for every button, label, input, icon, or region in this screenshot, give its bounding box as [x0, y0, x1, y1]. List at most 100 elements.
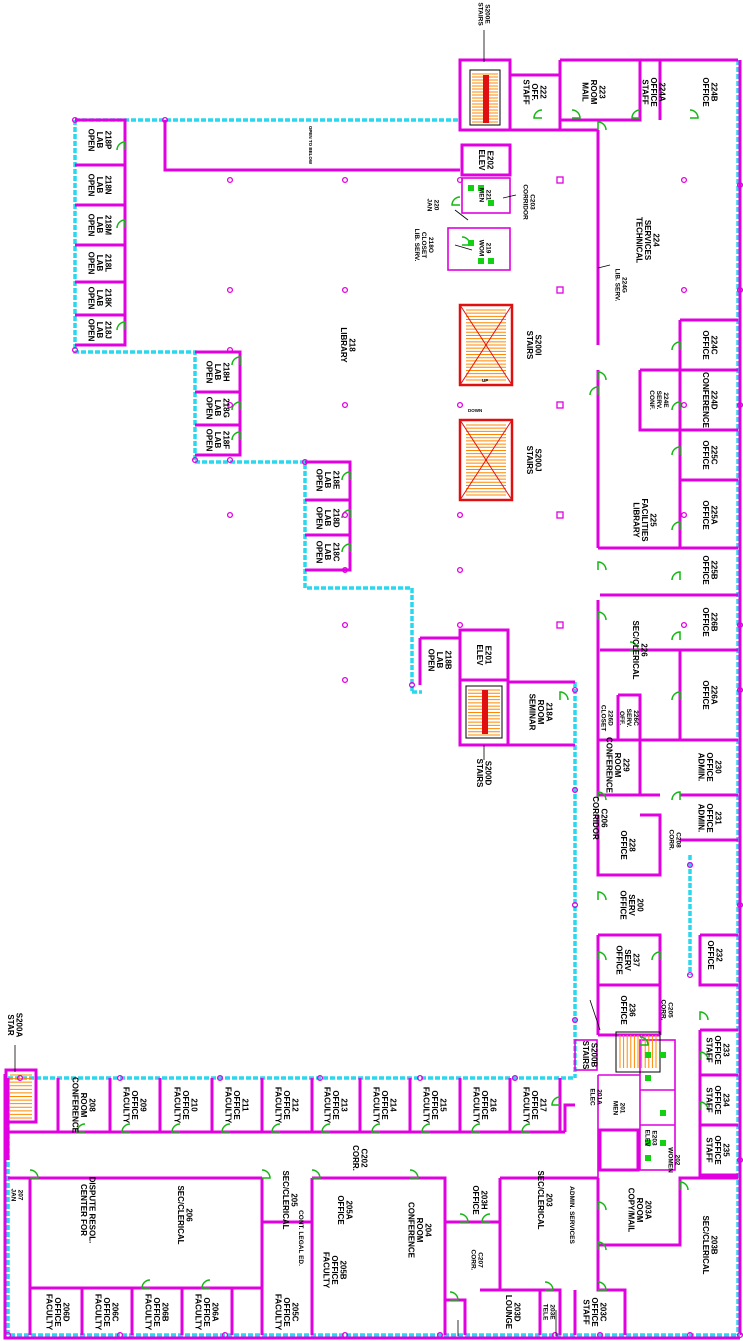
- structural-column: [456, 176, 464, 184]
- room-label-line: OFFICE: [282, 1297, 291, 1327]
- stair-s200b: [615, 1031, 661, 1073]
- room-label-line: CORRIDOR: [522, 184, 529, 220]
- room-label-line: FACULTY: [522, 1087, 531, 1124]
- structural-column: [226, 286, 234, 294]
- door-swing: [29, 1169, 39, 1179]
- room-label-line: 218: [347, 338, 356, 352]
- structural-column: [436, 1331, 444, 1339]
- room-label-line: 225C: [709, 445, 718, 464]
- door-swing: [597, 611, 607, 621]
- room-label-line: OFFICE: [713, 1035, 722, 1065]
- room-label-line: 211: [241, 1099, 250, 1112]
- room-label-line: SEC/CLERICAL: [701, 1215, 710, 1274]
- room-label-line: SERV.: [625, 709, 632, 728]
- structural-column: [341, 621, 349, 629]
- room-label-line: 225B: [709, 560, 718, 579]
- structural-column: [571, 901, 579, 909]
- room-label-line: FACULTY: [472, 1087, 481, 1124]
- structural-column: [556, 401, 564, 409]
- room-label-line: SERV: [623, 949, 632, 971]
- room-label-line: S200J: [533, 448, 542, 471]
- room-label-line: OFFICE: [713, 1135, 722, 1165]
- door-swing: [341, 471, 351, 481]
- leader-lines: [14, 30, 611, 1336]
- room-label-line: 205A: [344, 1200, 353, 1219]
- room-label-line: STAFF: [641, 79, 650, 104]
- room-label-line: JAN: [426, 198, 433, 211]
- structural-column: [551, 1331, 559, 1339]
- room-label-line: ROOM: [613, 753, 622, 778]
- room-label-line: OFFICE: [701, 440, 710, 470]
- room-label-line: 213: [340, 1098, 349, 1112]
- room-label-line: 224B: [709, 82, 718, 101]
- room-label-line: OFFICE: [336, 1195, 345, 1225]
- room-label-line: FACULTY: [144, 1294, 153, 1331]
- door-swing: [544, 1281, 554, 1291]
- room-label-line: FACULTY: [122, 1087, 131, 1124]
- stair-s200d: [465, 685, 503, 739]
- room-label-line: LAB: [95, 132, 104, 149]
- room-label-line: E201: [483, 646, 492, 665]
- room-label-line: OPEN: [315, 541, 324, 564]
- room-label-line: OFFICE: [701, 555, 710, 585]
- room-label-line: CORR.: [668, 830, 675, 851]
- room-label-line: OFFICE: [705, 752, 714, 782]
- room-label-line: LAB: [213, 364, 222, 381]
- room-label-open-to-below: OPEN TO BELOW: [308, 126, 313, 165]
- room-label-line: 203C: [599, 1302, 608, 1321]
- room-label-line: CONFERENCE: [605, 737, 614, 794]
- structural-column: [221, 1331, 229, 1339]
- room-label-line: MAIL: [581, 82, 590, 102]
- room-label-line: 207: [17, 1190, 24, 1201]
- door-swing: [371, 1123, 381, 1133]
- structural-column: [341, 1331, 349, 1339]
- room-label-line: LAB: [95, 177, 104, 194]
- door-swing: [597, 891, 607, 901]
- room-label-line: WOMEN: [667, 1147, 674, 1173]
- plumbing-fixture: [660, 1052, 666, 1058]
- room-label-line: JAN: [10, 1188, 17, 1201]
- plumbing-fixture: [645, 1052, 651, 1058]
- room-label-lib-serv-224g: LIB. SERV.224G: [614, 269, 628, 302]
- door-swing: [116, 141, 126, 151]
- room-label-line: ELEV: [477, 150, 486, 172]
- room-label-line: 218K: [104, 288, 113, 307]
- room-label-line: CENTER FOR: [79, 1184, 88, 1236]
- room-label-line: C202: [359, 1148, 368, 1168]
- room-label-line: ELEV: [644, 1130, 651, 1148]
- room-label-line: 206C: [111, 1302, 120, 1321]
- structural-column: [4, 1331, 12, 1339]
- door-swing: [629, 641, 639, 651]
- room-label-line: OFFICE: [649, 77, 658, 107]
- door-swing: [597, 791, 607, 801]
- structural-column: [116, 1331, 124, 1339]
- room-label-line: CONFERENCE: [701, 372, 710, 429]
- room-label-line: 205B: [339, 1260, 348, 1279]
- room-label-line: OFFICE: [202, 1297, 211, 1327]
- room-label-line: 218C: [332, 542, 341, 561]
- door-swing: [671, 691, 681, 701]
- door-swing: [699, 1101, 709, 1111]
- room-label-line: 215: [439, 1098, 448, 1112]
- room-label-line: C203: [529, 194, 536, 210]
- interior-walls: [6, 58, 738, 1335]
- room-label-cont-legal-ed: CONT. LEGAL ED.: [297, 1210, 304, 1266]
- door-swing: [671, 341, 681, 351]
- room-label-line: 217: [539, 1098, 548, 1112]
- room-label-line: 200: [636, 898, 645, 912]
